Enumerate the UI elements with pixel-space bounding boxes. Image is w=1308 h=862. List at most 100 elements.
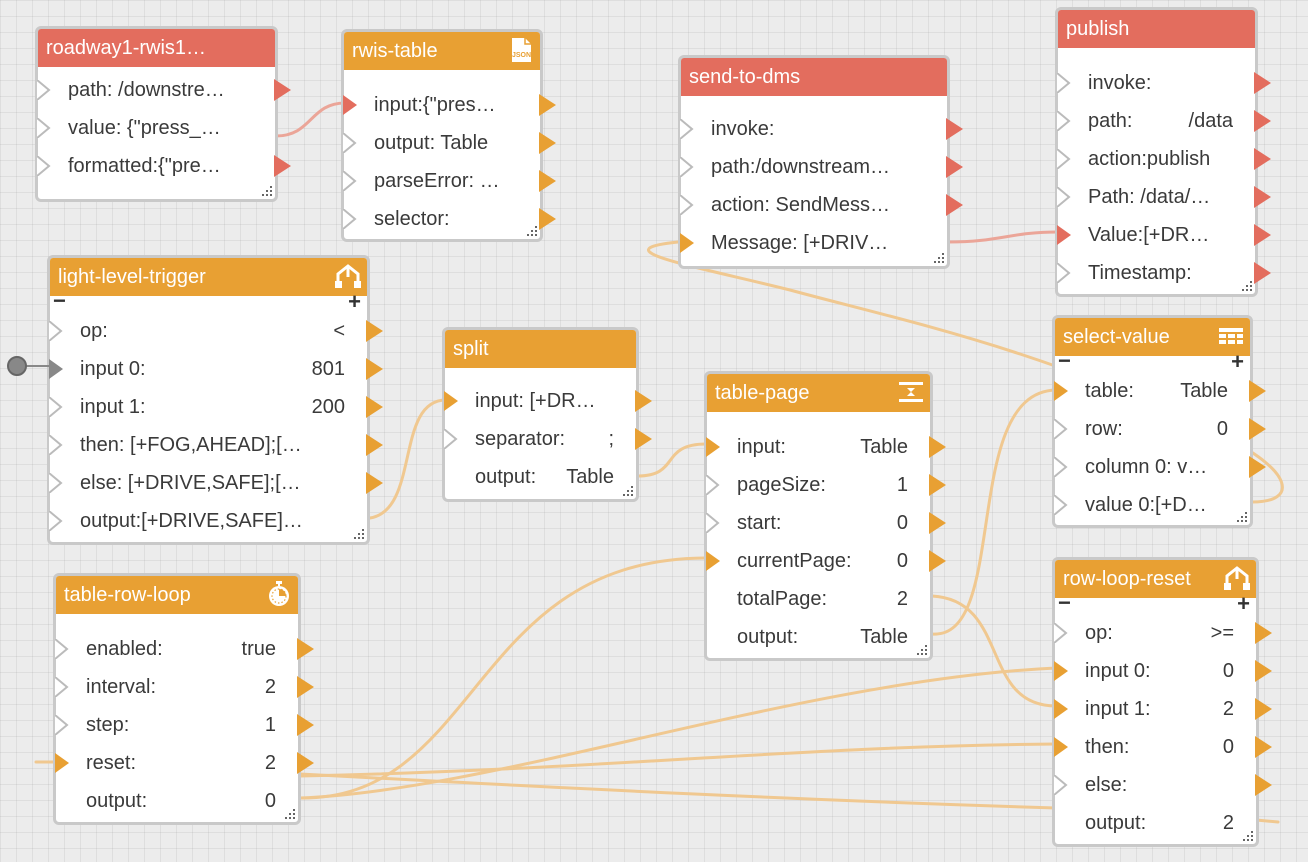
input-port-icon[interactable] bbox=[37, 118, 51, 138]
node-row[interactable]: else: [+DRIVE,SAFE];[… bbox=[49, 464, 383, 502]
output-port-icon[interactable] bbox=[366, 472, 383, 494]
input-port-icon[interactable] bbox=[1057, 111, 1071, 131]
node-row[interactable]: op:< bbox=[49, 312, 383, 350]
output-port-icon[interactable] bbox=[539, 208, 556, 230]
node-header[interactable]: table-page bbox=[707, 374, 930, 412]
output-port-icon[interactable] bbox=[539, 132, 556, 154]
output-port-icon[interactable] bbox=[1255, 774, 1272, 796]
output-port-icon[interactable] bbox=[1249, 380, 1266, 402]
output-port-icon[interactable] bbox=[1255, 698, 1272, 720]
input-port-icon[interactable] bbox=[343, 95, 357, 115]
input-port-icon[interactable] bbox=[343, 209, 357, 229]
output-port-icon[interactable] bbox=[1254, 262, 1271, 284]
input-port-icon[interactable] bbox=[1054, 737, 1068, 757]
node-row[interactable]: path: /downstre… bbox=[37, 71, 291, 109]
output-port-icon[interactable] bbox=[1249, 418, 1266, 440]
output-port-icon[interactable] bbox=[539, 170, 556, 192]
node-row[interactable]: Timestamp: bbox=[1057, 254, 1271, 292]
resize-grip-icon[interactable] bbox=[1241, 280, 1253, 292]
node-header[interactable]: send-to-dms bbox=[681, 58, 947, 96]
input-port-icon[interactable] bbox=[49, 321, 63, 341]
node-row[interactable]: separator:; bbox=[444, 420, 652, 458]
node-row[interactable]: Path: /data/… bbox=[1057, 178, 1271, 216]
node-row[interactable]: path:/downstream… bbox=[680, 148, 963, 186]
node-row[interactable]: pageSize:1 bbox=[706, 466, 946, 504]
node-row[interactable]: step:1 bbox=[55, 706, 314, 744]
output-port-icon[interactable] bbox=[366, 434, 383, 456]
node-header[interactable]: publish bbox=[1058, 10, 1255, 48]
output-port-icon[interactable] bbox=[1254, 186, 1271, 208]
node-row[interactable]: currentPage:0 bbox=[706, 542, 946, 580]
node-row[interactable]: value 0:[+D… bbox=[1054, 486, 1250, 524]
output-port-icon[interactable] bbox=[1255, 660, 1272, 682]
output-port-icon[interactable] bbox=[1254, 110, 1271, 132]
input-port-icon[interactable] bbox=[1057, 263, 1071, 283]
node-row[interactable]: formatted:{"pre… bbox=[37, 147, 291, 185]
node-row[interactable]: start:0 bbox=[706, 504, 946, 542]
node-row-loop-reset[interactable]: row-loop-reset − + op:>= input 0:0 input… bbox=[1052, 557, 1272, 847]
node-table-row-loop[interactable]: table-row-loop enabled:true interval:2 s… bbox=[53, 573, 314, 825]
input-port-icon[interactable] bbox=[1054, 419, 1068, 439]
output-port-icon[interactable] bbox=[946, 118, 963, 140]
remove-column-button[interactable]: − bbox=[1058, 348, 1071, 373]
input-port-icon[interactable] bbox=[49, 397, 63, 417]
output-port-icon[interactable] bbox=[1255, 736, 1272, 758]
input-port-icon[interactable] bbox=[680, 119, 694, 139]
node-light-level-trigger[interactable]: light-level-trigger − + op:< input 0:801… bbox=[47, 255, 383, 545]
node-row[interactable]: action: SendMess… bbox=[680, 186, 963, 224]
node-header[interactable]: table-row-loop bbox=[56, 576, 298, 614]
input-port-icon[interactable] bbox=[49, 511, 63, 531]
input-port-icon[interactable] bbox=[706, 437, 720, 457]
node-row[interactable]: totalPage:2 bbox=[707, 580, 930, 618]
node-row[interactable]: then: [+FOG,AHEAD];[… bbox=[49, 426, 383, 464]
output-port-icon[interactable] bbox=[1254, 148, 1271, 170]
output-port-icon[interactable] bbox=[297, 752, 314, 774]
input-port-icon[interactable] bbox=[343, 133, 357, 153]
node-header[interactable]: select-value bbox=[1055, 318, 1250, 356]
add-input-button[interactable]: + bbox=[348, 289, 361, 314]
resize-grip-icon[interactable] bbox=[622, 485, 634, 497]
node-row[interactable]: output:Table bbox=[707, 618, 930, 656]
resize-grip-icon[interactable] bbox=[1236, 511, 1248, 523]
output-port-icon[interactable] bbox=[1255, 622, 1272, 644]
output-port-icon[interactable] bbox=[539, 94, 556, 116]
input-port-icon[interactable] bbox=[680, 233, 694, 253]
node-header[interactable]: split bbox=[445, 330, 636, 368]
input-port-icon[interactable] bbox=[1054, 381, 1068, 401]
input-port-icon[interactable] bbox=[706, 475, 720, 495]
node-publish[interactable]: publish invoke: path:/data action:publis… bbox=[1055, 7, 1271, 297]
node-row[interactable]: else: bbox=[1054, 766, 1272, 804]
node-rwis-table[interactable]: rwis-table JSON input:{"pres… output: Ta… bbox=[341, 29, 556, 242]
input-port-icon[interactable] bbox=[1054, 495, 1068, 515]
node-select-value[interactable]: select-value − + table:Table row:0 colum… bbox=[1052, 315, 1266, 528]
node-row[interactable]: output:[+DRIVE,SAFE]… bbox=[49, 502, 367, 540]
node-row[interactable]: interval:2 bbox=[55, 668, 314, 706]
input-port-icon[interactable] bbox=[706, 513, 720, 533]
output-port-icon[interactable] bbox=[1249, 456, 1266, 478]
output-port-icon[interactable] bbox=[1254, 224, 1271, 246]
output-port-icon[interactable] bbox=[297, 714, 314, 736]
node-row[interactable]: reset:2 bbox=[55, 744, 314, 782]
node-row[interactable]: parseError: … bbox=[343, 162, 556, 200]
input-port-icon[interactable] bbox=[1054, 661, 1068, 681]
node-header[interactable]: light-level-trigger bbox=[50, 258, 367, 296]
input-port-icon[interactable] bbox=[680, 195, 694, 215]
resize-grip-icon[interactable] bbox=[353, 528, 365, 540]
node-row[interactable]: invoke: bbox=[1057, 64, 1271, 102]
resize-grip-icon[interactable] bbox=[933, 252, 945, 264]
node-row[interactable]: invoke: bbox=[680, 110, 963, 148]
node-header[interactable]: roadway1-rwis1… bbox=[38, 29, 275, 67]
input-port-icon[interactable] bbox=[55, 677, 69, 697]
output-port-icon[interactable] bbox=[297, 638, 314, 660]
input-port-icon[interactable] bbox=[1057, 149, 1071, 169]
node-row[interactable]: Value:[+DR… bbox=[1057, 216, 1271, 254]
output-port-icon[interactable] bbox=[635, 390, 652, 412]
input-port-icon[interactable] bbox=[49, 473, 63, 493]
input-port-icon[interactable] bbox=[37, 80, 51, 100]
input-port-icon[interactable] bbox=[706, 551, 720, 571]
input-port-icon[interactable] bbox=[37, 156, 51, 176]
node-row[interactable]: input 1:2 bbox=[1054, 690, 1272, 728]
output-port-icon[interactable] bbox=[366, 396, 383, 418]
input-port-icon[interactable] bbox=[680, 157, 694, 177]
node-row[interactable]: input 1:200 bbox=[49, 388, 383, 426]
